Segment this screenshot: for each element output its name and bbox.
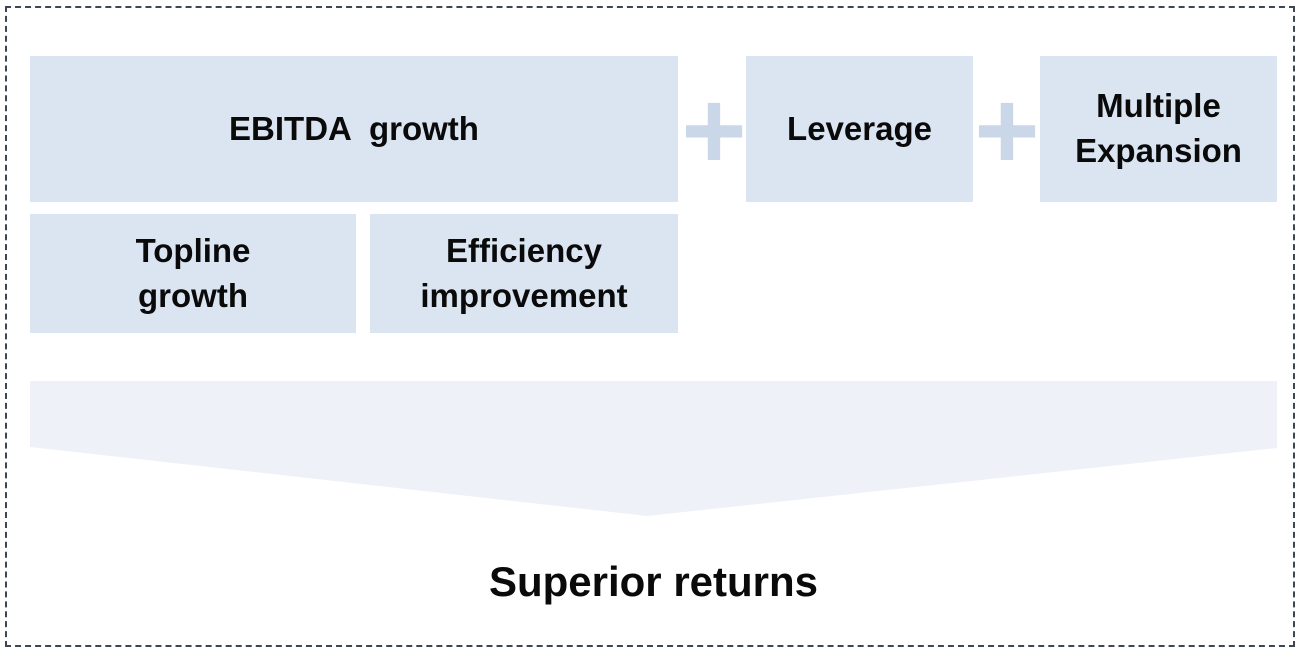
box-ebitda-growth-label: EBITDA growth <box>229 109 479 147</box>
box-topline-growth-label: Topline growth <box>135 231 251 314</box>
box-multiple-expansion-label: Multiple Expansion <box>1075 87 1242 169</box>
box-ebitda-growth: EBITDA growth <box>30 56 678 202</box>
funnel-arrow-shape <box>30 381 1277 516</box>
box-efficiency-improvement: Efficiency improvement <box>370 214 678 333</box>
plus-icon: + <box>974 68 1040 193</box>
box-leverage: Leverage <box>746 56 973 202</box>
box-topline-growth: Topline growth <box>30 214 356 333</box>
plus-icon: + <box>681 68 747 193</box>
box-efficiency-improvement-label: Efficiency improvement <box>420 231 628 314</box>
box-leverage-label: Leverage <box>787 109 932 147</box>
box-multiple-expansion: Multiple Expansion <box>1040 56 1277 202</box>
superior-returns-label: Superior returns <box>488 558 819 605</box>
